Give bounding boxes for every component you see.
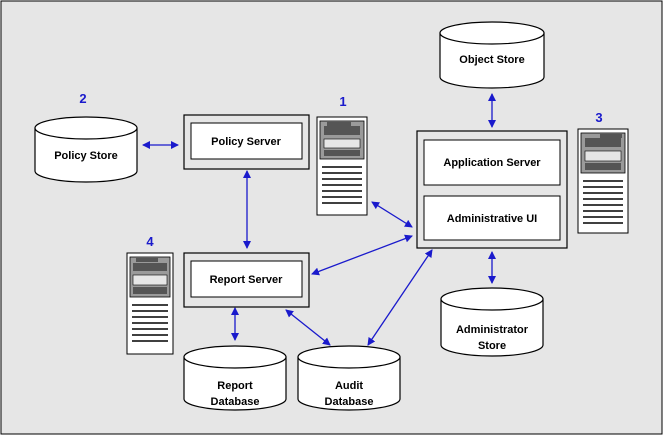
report-server: Report Server xyxy=(183,252,310,308)
audit-database-label-line2: Database xyxy=(325,396,374,408)
report-database-label-line2: Database xyxy=(211,396,260,408)
policy-server: Policy Server xyxy=(183,114,310,170)
report-database-label-line1: Report xyxy=(217,380,253,392)
policy-store: Policy Store xyxy=(34,116,138,183)
number-label-3: 3 xyxy=(595,110,602,125)
connections xyxy=(142,93,496,346)
administrator-store: Administrator Store xyxy=(440,287,544,357)
arrow-report-server-to-administrative-ui xyxy=(311,234,413,276)
report-database: Report Database xyxy=(183,345,287,411)
server-tower-icon xyxy=(126,252,174,355)
object-store-label: Object Store xyxy=(459,54,524,66)
audit-database-label-line1: Audit xyxy=(335,380,363,392)
number-label-4: 4 xyxy=(146,234,154,249)
arrow-report-server-to-audit-database xyxy=(285,309,331,346)
application-server-label: Application Server xyxy=(443,157,541,169)
server-tower-icon xyxy=(577,128,629,234)
arrow-server-1-to-administrative-ui xyxy=(371,201,413,228)
number-label-1: 1 xyxy=(339,94,346,109)
administrative-ui-label: Administrative UI xyxy=(447,213,537,225)
server-tower-icon xyxy=(316,116,368,216)
administrator-store-label-line2: Store xyxy=(478,340,506,352)
audit-database: Audit Database xyxy=(297,345,401,411)
number-label-2: 2 xyxy=(79,91,86,106)
policy-store-label: Policy Store xyxy=(54,150,118,162)
policy-server-label: Policy Server xyxy=(211,136,281,148)
object-store: Object Store xyxy=(439,21,545,89)
report-server-label: Report Server xyxy=(210,274,283,286)
administrator-store-label-line1: Administrator xyxy=(456,324,529,336)
application-server-group: Application Server Administrative UI xyxy=(416,130,568,249)
arrow-audit-database-to-administrative-ui xyxy=(367,249,433,346)
